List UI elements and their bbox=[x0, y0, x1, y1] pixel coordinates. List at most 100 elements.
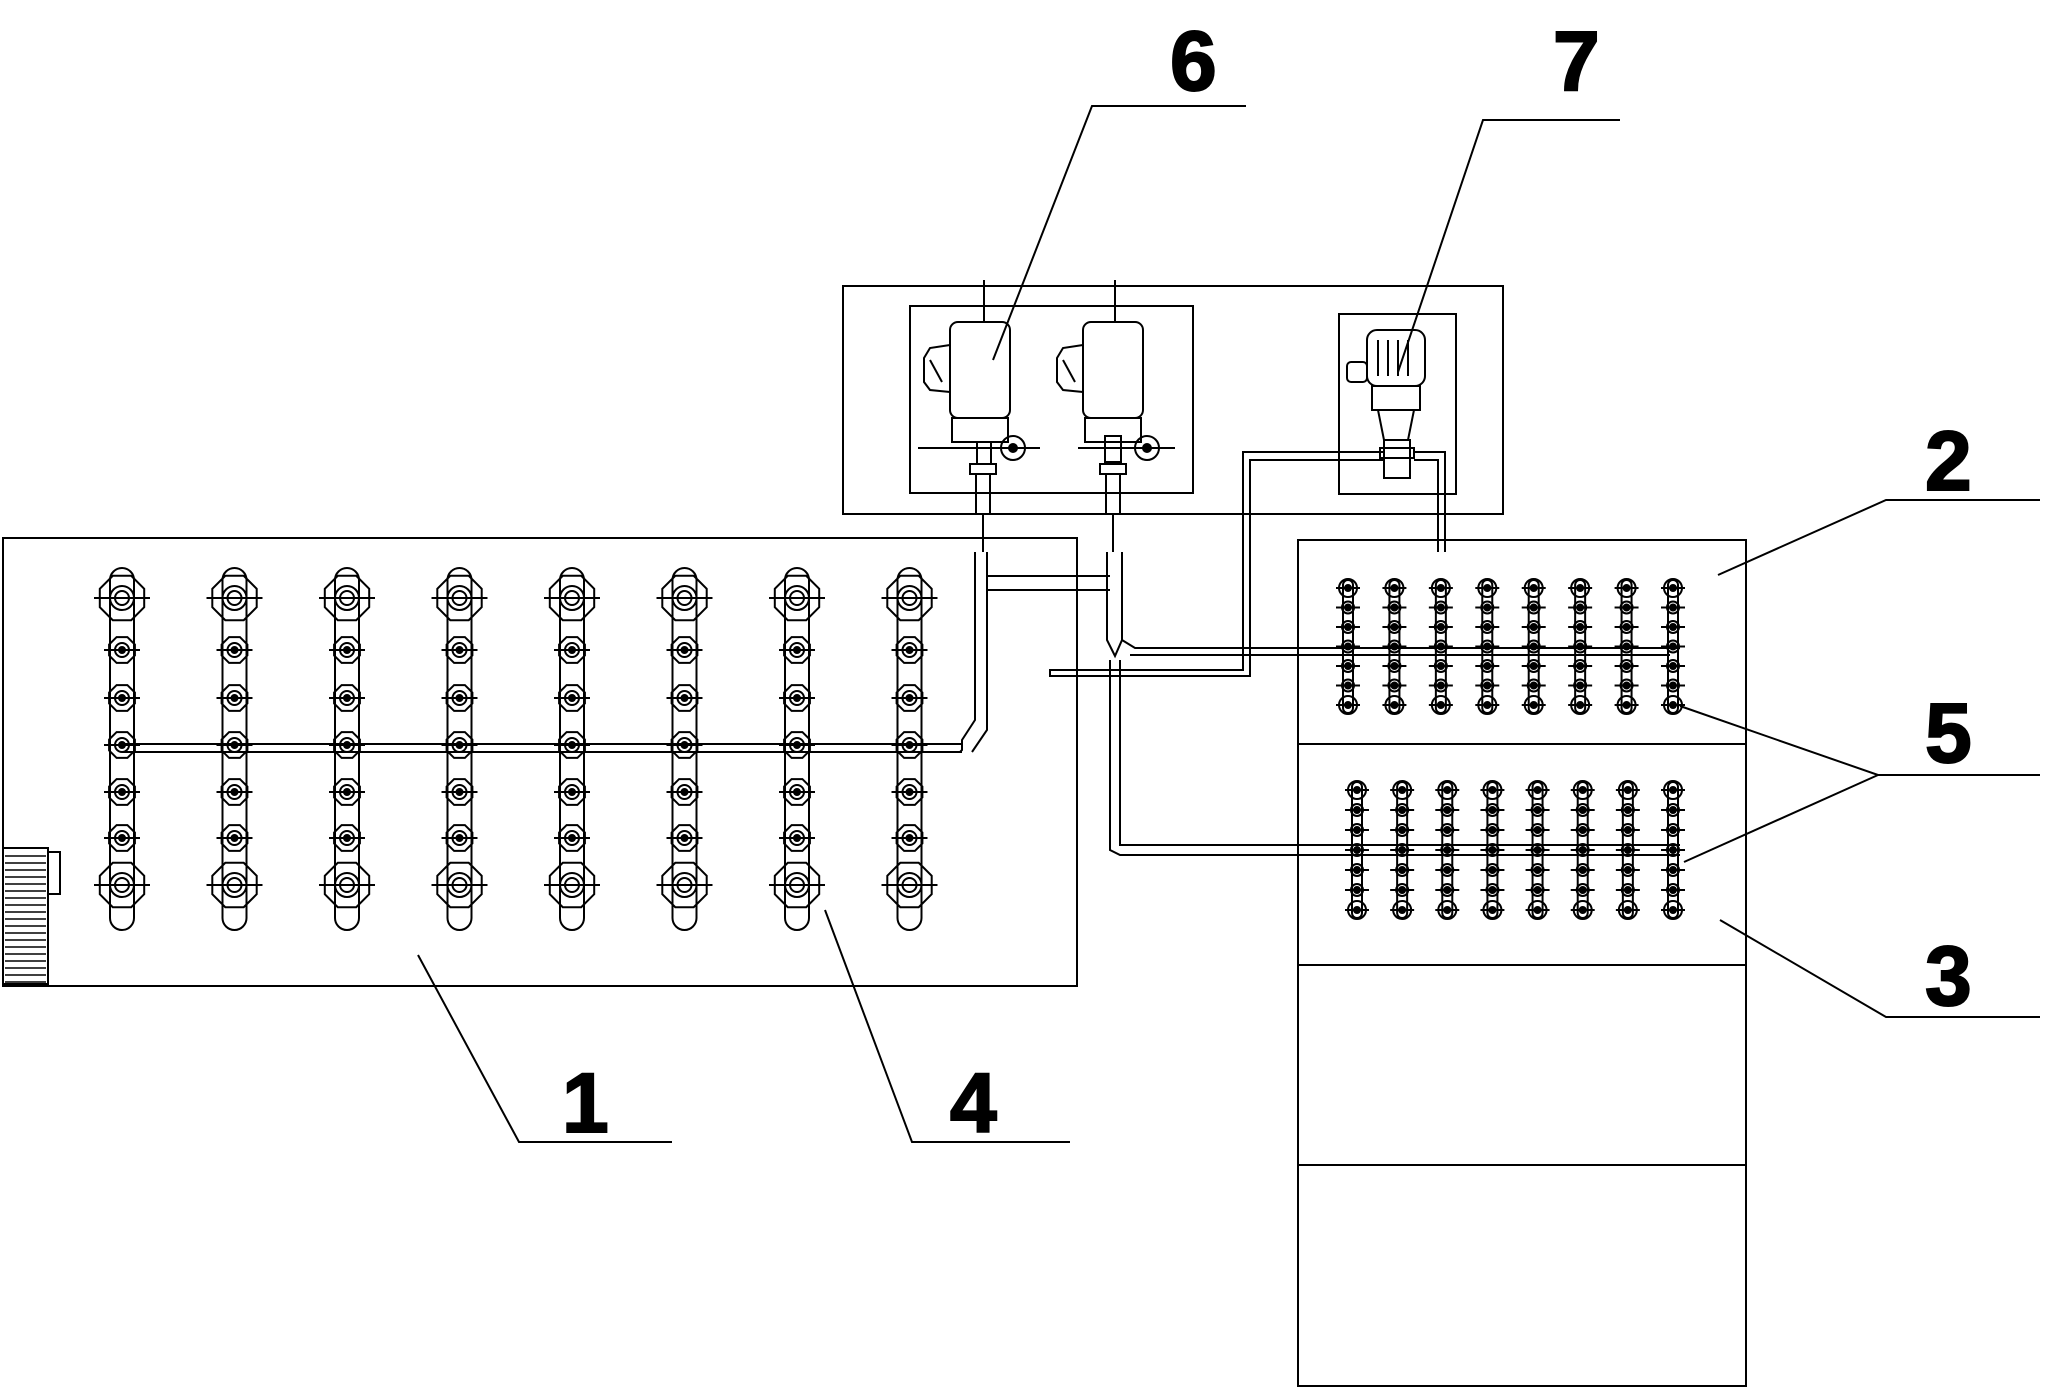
small-nozzle bbox=[1568, 578, 1593, 598]
small-nozzle bbox=[1661, 863, 1685, 877]
small-nozzle-column bbox=[1435, 780, 1460, 920]
small-nozzle bbox=[1428, 578, 1453, 598]
small-nozzle-column bbox=[1382, 578, 1407, 715]
small-nozzle bbox=[1615, 843, 1640, 857]
small-nozzle bbox=[1475, 695, 1500, 715]
small-nozzle-column bbox=[1521, 578, 1546, 715]
nozzle bbox=[329, 778, 365, 806]
small-nozzle bbox=[1382, 620, 1407, 634]
large-nozzle bbox=[544, 574, 600, 622]
small-nozzle bbox=[1390, 780, 1415, 800]
large-nozzle bbox=[319, 574, 375, 622]
nozzle bbox=[104, 684, 140, 712]
small-nozzle-column bbox=[1661, 780, 1685, 920]
small-nozzle bbox=[1614, 578, 1639, 598]
small-nozzle bbox=[1525, 803, 1550, 817]
large-nozzle bbox=[769, 574, 825, 622]
small-nozzle bbox=[1525, 780, 1550, 800]
nozzle bbox=[216, 636, 253, 664]
small-nozzle bbox=[1428, 695, 1453, 715]
small-nozzle bbox=[1428, 620, 1453, 634]
nozzle bbox=[329, 636, 365, 664]
small-nozzle-column bbox=[1570, 780, 1595, 920]
large-nozzle bbox=[206, 574, 263, 622]
pump-room bbox=[842, 285, 1504, 515]
small-nozzle bbox=[1382, 678, 1407, 693]
small-nozzle bbox=[1480, 863, 1505, 877]
nozzle bbox=[891, 778, 928, 806]
small-nozzle bbox=[1661, 695, 1685, 715]
small-nozzle bbox=[1568, 678, 1593, 693]
small-nozzle bbox=[1661, 620, 1685, 634]
small-nozzle bbox=[1521, 578, 1546, 598]
tank-lower-a bbox=[1297, 964, 1747, 1166]
small-nozzle bbox=[1345, 823, 1369, 837]
small-nozzle bbox=[1390, 883, 1415, 897]
large-nozzle-manifold bbox=[94, 567, 938, 931]
nozzle bbox=[666, 684, 703, 712]
small-nozzle bbox=[1570, 900, 1595, 920]
nozzle bbox=[779, 731, 815, 759]
small-nozzle bbox=[1570, 823, 1595, 837]
small-nozzle bbox=[1336, 600, 1360, 615]
small-nozzle bbox=[1428, 678, 1453, 693]
nozzle bbox=[554, 824, 590, 852]
small-nozzle-manifold-tank-3 bbox=[1345, 780, 1685, 920]
small-nozzle bbox=[1382, 578, 1407, 598]
nozzle-column bbox=[431, 567, 488, 931]
small-nozzle bbox=[1568, 620, 1593, 634]
small-nozzle bbox=[1336, 678, 1360, 693]
small-nozzle bbox=[1521, 659, 1546, 673]
small-nozzle bbox=[1568, 600, 1593, 615]
nozzle-column bbox=[206, 567, 263, 931]
pump-6-right bbox=[1056, 280, 1175, 552]
tank-1 bbox=[2, 537, 1078, 987]
small-nozzle bbox=[1615, 883, 1640, 897]
small-nozzle bbox=[1336, 578, 1360, 598]
small-nozzle bbox=[1475, 578, 1500, 598]
leader-1 bbox=[417, 954, 672, 1143]
small-nozzle-column bbox=[1428, 578, 1453, 715]
small-nozzle bbox=[1661, 823, 1685, 837]
small-nozzle-column bbox=[1336, 578, 1360, 715]
small-nozzle bbox=[1525, 843, 1550, 857]
large-nozzle bbox=[94, 861, 150, 909]
small-nozzle bbox=[1521, 695, 1546, 715]
nozzle bbox=[216, 731, 253, 759]
small-nozzle bbox=[1661, 803, 1685, 817]
nozzle bbox=[666, 636, 703, 664]
nozzle-column bbox=[881, 567, 938, 931]
small-nozzle bbox=[1661, 678, 1685, 693]
small-nozzle bbox=[1382, 639, 1407, 654]
small-nozzle bbox=[1475, 639, 1500, 654]
small-nozzle bbox=[1661, 600, 1685, 615]
small-nozzle-column bbox=[1661, 578, 1685, 715]
small-nozzle bbox=[1435, 883, 1460, 897]
small-nozzle bbox=[1661, 639, 1685, 654]
small-nozzle bbox=[1345, 883, 1369, 897]
small-nozzle bbox=[1570, 843, 1595, 857]
nozzle bbox=[554, 636, 590, 664]
callout-3: 3 bbox=[1925, 929, 1972, 1023]
small-nozzle bbox=[1435, 823, 1460, 837]
small-nozzle bbox=[1382, 600, 1407, 615]
leader-7 bbox=[1397, 119, 1620, 373]
small-nozzle bbox=[1615, 780, 1640, 800]
pump-7 bbox=[1346, 329, 1426, 479]
nozzle bbox=[329, 824, 365, 852]
nozzle bbox=[441, 824, 478, 852]
small-nozzle bbox=[1345, 863, 1369, 877]
small-nozzle bbox=[1661, 659, 1685, 673]
nozzle bbox=[216, 778, 253, 806]
nozzle bbox=[554, 731, 590, 759]
small-nozzle-column bbox=[1345, 780, 1369, 920]
nozzle-column bbox=[319, 567, 375, 931]
nozzle bbox=[666, 824, 703, 852]
small-nozzle bbox=[1661, 883, 1685, 897]
nozzle bbox=[441, 684, 478, 712]
drain-grille bbox=[2, 847, 61, 985]
nozzle bbox=[441, 731, 478, 759]
nozzle-column bbox=[94, 567, 150, 931]
small-nozzle bbox=[1390, 823, 1415, 837]
nozzle bbox=[104, 636, 140, 664]
